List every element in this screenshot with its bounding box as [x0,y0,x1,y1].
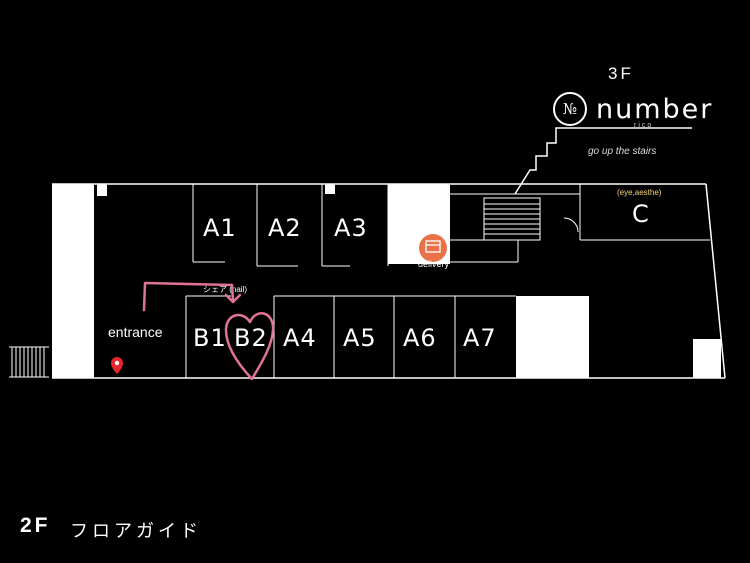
stairs-left [9,346,49,378]
floor-2-label: 2F [20,514,51,537]
wall-blocks [52,184,721,378]
floor-guide-title: フロアガイド [70,521,202,542]
delivery-box-icon [419,234,447,262]
room-b2: B2 [234,324,268,352]
room-a3: A3 [334,214,368,242]
heart-icon [224,312,275,381]
room-c-note: (eye,aesthe) [617,188,662,197]
floor-3-label: 3F [608,64,634,83]
stairs-right [450,184,710,263]
upper-rooms [192,184,389,267]
lower-rooms [185,295,516,378]
room-a1: A1 [203,214,237,242]
arrow-icon [142,281,242,312]
room-a6: A6 [403,324,437,352]
room-a5: A5 [343,324,377,352]
logo-mark-icon: № [553,92,587,126]
brand-logo: № number [553,92,713,126]
stairs-note: go up the stairs [588,146,657,157]
outer-walls [52,127,726,379]
entrance-label: entrance [108,324,163,340]
room-c: C [632,200,650,228]
brand-sub: rico [634,122,654,129]
delivery-label: delivery [418,259,450,269]
room-b1-note: シェア (nail) [203,285,247,294]
room-a2: A2 [268,214,302,242]
room-a7: A7 [463,324,497,352]
brand-name: number [596,93,714,125]
room-b1: B1 [193,324,227,352]
room-a4: A4 [283,324,317,352]
location-pin-icon [111,357,123,374]
